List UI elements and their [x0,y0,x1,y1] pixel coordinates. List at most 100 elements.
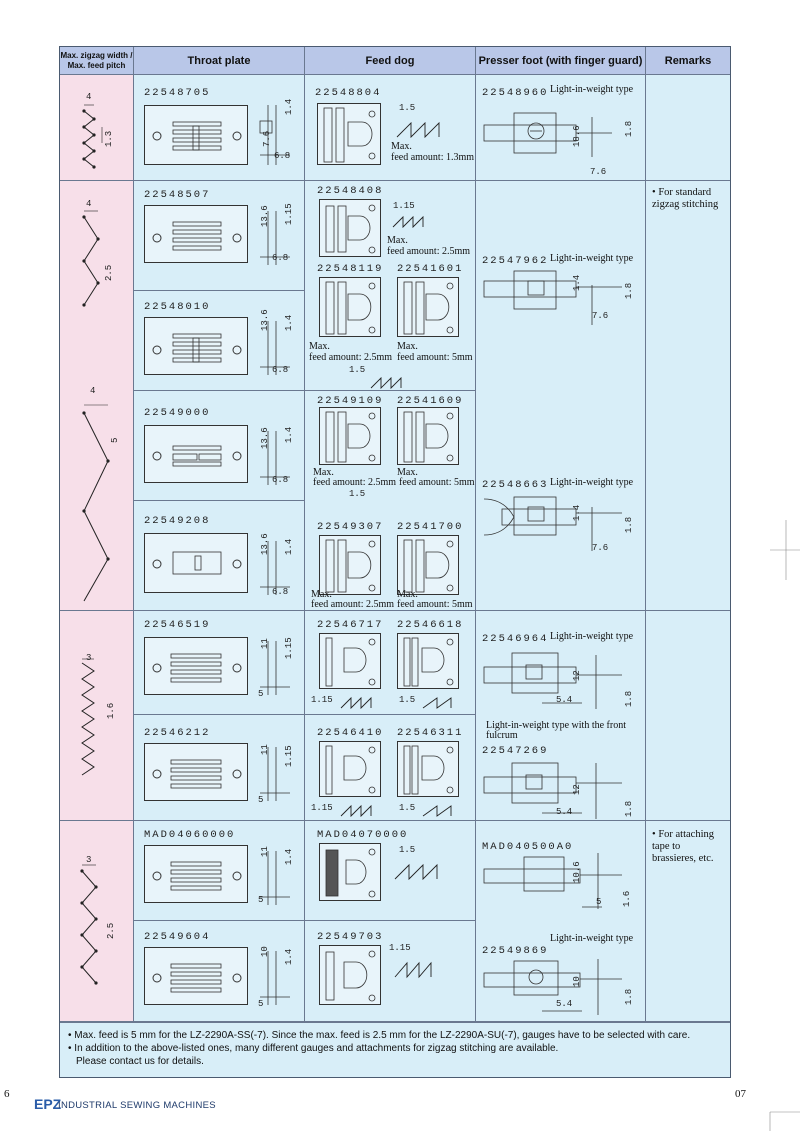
feed-part-number: 22546717 [317,619,384,631]
feed-part-number: 22541609 [397,395,464,407]
throat-plate-drawing [144,533,248,593]
remarks-cell-row4 [646,611,730,821]
dim-3: 6.8 [272,253,289,263]
page-number-left: 6 [4,1088,10,1100]
feed-note: Max. [391,141,412,152]
presser-foot-drawing [483,853,622,909]
bullet: • [68,1043,72,1054]
feed-part-number: 22546410 [317,727,384,739]
remark-text: For standard zigzag stitching [652,187,719,210]
throat-cell-row1: 22548705 1.4 7.6 6.8 [134,75,305,181]
presser-type: Light-in-weight type [550,84,634,95]
feed-note-4: feed amount: 5mm [397,352,473,363]
presser-part-number: MAD040500A0 [482,841,574,853]
dim-feed: 1.5 [399,103,416,113]
throat-plate-drawing [144,205,248,263]
feed-note-2: feed amount: 2.5mm [387,246,471,257]
presser-part-number: 22547962 [482,255,549,267]
presser-foot-drawing [483,652,622,709]
footnote-3: Please contact us for details. [76,1056,204,1067]
zigzag-cell-row1: 4 1.3 [60,75,134,181]
feed-cell-row3: 22549109 22541609 Max. feed amount: 2.5m… [305,391,476,611]
remark-standard: • For standard zigzag stitching [652,187,726,211]
zigzag-diagram [81,658,95,776]
feed-part-number: 22541601 [397,263,464,275]
throat-cell-row3a: 22549000 1.4 13.6 6.8 [134,391,305,501]
throat-part-number: 22549604 [144,931,211,943]
remark-text: For attaching tape to brassieres, etc. [652,829,715,864]
dim-3: 6.8 [274,151,291,161]
dim-feed: 1.15 [311,695,333,705]
feed-part-number: 22549307 [317,521,384,533]
presser-foot-drawing [483,270,622,325]
remarks-cell-row1 [646,75,730,181]
feed-note-2: feed amount: 2.5mm [311,599,395,610]
zigzag-diagram [82,104,103,169]
feed-part-number: 22546311 [397,727,464,739]
brand-tagline: INDUSTRIAL SEWING MACHINES [58,1100,216,1111]
throat-plate-drawing [144,317,248,375]
feed-dog-drawing [319,199,381,257]
presser-foot-drawing [483,959,622,1015]
feed-part-number: 22546618 [397,619,464,631]
throat-part-number: 22548507 [144,189,211,201]
dim-3: 6.8 [272,365,289,375]
dim-3: 5 [258,795,264,805]
dim-feed: 1.5 [399,695,416,705]
feed-dog-drawing [397,277,459,337]
zigzag-width: 4 [86,92,92,102]
throat-plate-drawing [144,845,248,903]
throat-plate-drawing [144,743,248,801]
zigzag-width: 3 [86,855,92,865]
feed-cell-row4b: 22546410 22546311 1.15 1.5 [305,715,476,821]
bullet: • [652,187,656,198]
header-feed-dog: Feed dog [305,47,476,75]
bullet: • [652,829,656,840]
footnote-text: In addition to the above-listed ones, ma… [74,1043,559,1054]
throat-part-number: 22549000 [144,407,211,419]
feed-dog-drawing [319,633,381,689]
feed-note: Max. [309,341,330,352]
zigzag-diagram [82,210,110,602]
dim-feed: 1.5 [349,365,366,375]
header-presser-foot: Presser foot (with finger guard) [476,47,646,75]
dim-feed: 1.15 [389,943,411,953]
presser-type: Light-in-weight type [550,477,634,488]
throat-part-number: 22548010 [144,301,211,313]
brand-logo: EPZ [34,1096,62,1112]
feed-cell-row1: 22548804 1.5 Max. feed amount: 1.3mm [305,75,476,181]
feed-cell-row5a: MAD04070000 1.5 [305,821,476,921]
feed-part-number: 22548408 [317,185,384,197]
throat-part-number: 22548705 [144,87,211,99]
feed-note-2: feed amount: 2.5mm [309,352,393,363]
remarks-cell-row2: • For standard zigzag stitching [646,181,730,611]
zigzag-cell-row2: 4 2.5 4 5 [60,181,134,611]
footnote-2: • In addition to the above-listed ones, … [68,1042,722,1055]
footnote-1: • Max. feed is 5 mm for the LZ-2290A-SS(… [68,1029,722,1042]
throat-cell-row3b: 22549208 1.4 13.6 6.8 [134,501,305,611]
feed-cell-row4a: 22546717 22546618 1.15 1.5 [305,611,476,715]
throat-cell-row5b: 22549604 1.4 10 5 [134,921,305,1022]
presser-cell-row4: 22546964 Light-in-weight type 12 5.4 1.8… [476,611,646,821]
feed-dog-drawing [319,843,381,901]
throat-plate-drawing [144,105,248,165]
presser-type: Light-in-weight type [550,253,634,264]
feed-dog-drawing [319,535,381,595]
zigzag-width: 3 [86,653,92,663]
presser-part-number: 22547269 [482,745,549,757]
zigzag-cell-row4: 3 1.6 [60,611,134,821]
feed-dog-drawing [317,103,381,165]
feed-dog-drawing [397,535,459,595]
feed-dog-drawing [319,945,381,1005]
presser-dim-3: 7.6 [590,167,607,177]
zigzag-diagram [80,864,98,985]
dim-3: 5 [258,689,264,699]
zigzag-cell-row5: 3 2.5 [60,821,134,1022]
dim-3: 5 [258,999,264,1009]
feed-note: Max. [387,235,408,246]
dim-3: 5 [258,895,264,905]
presser-part-number: 22546964 [482,633,549,645]
gauge-table: Max. zigzag width / Max. feed pitch Thro… [59,46,731,1078]
zigzag-width-r3: 4 [90,386,96,396]
feed-part-number: 22549703 [317,931,384,943]
